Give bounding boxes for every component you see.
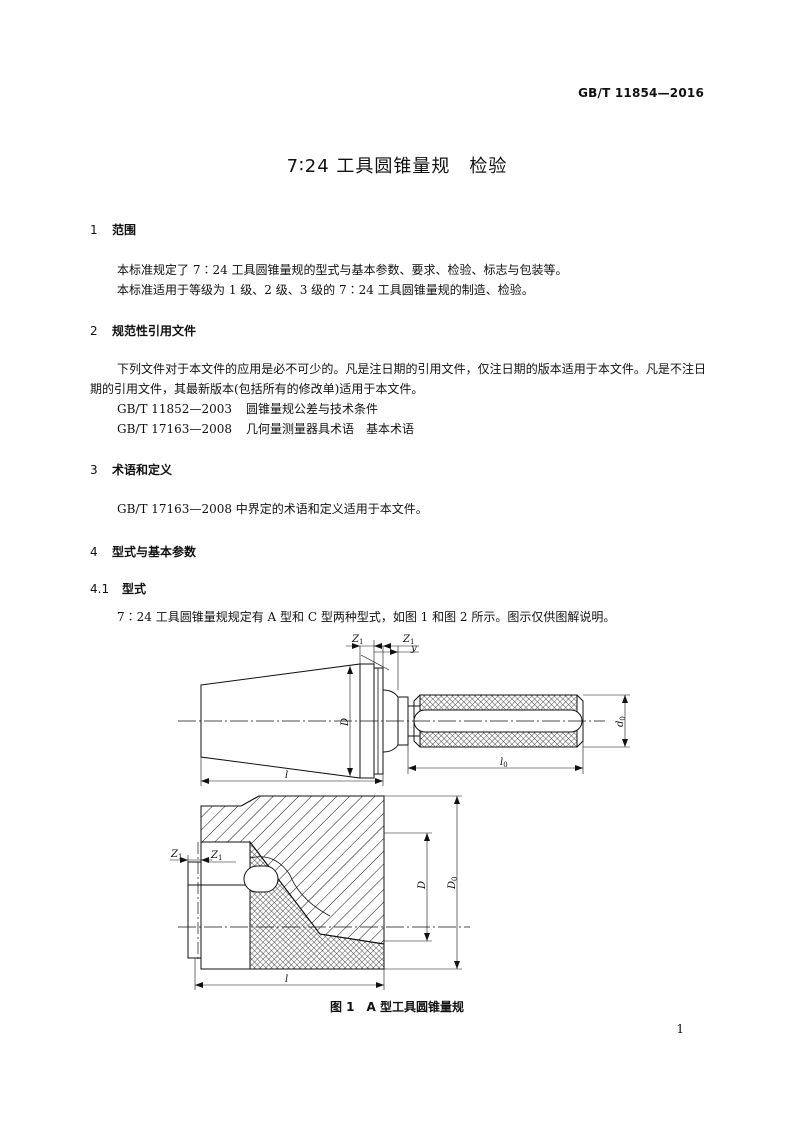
paragraph: 下列文件对于本文件的应用是必不可少的。凡是注日期的引用文件，仅注日期的版本适用于… — [90, 362, 706, 396]
page-title: 7∶24 工具圆锥量规 检验 — [286, 156, 508, 177]
section-title: 范围 — [112, 223, 137, 237]
section-title: 型式 — [122, 582, 147, 596]
knurled-section — [249, 840, 385, 970]
label-y: y — [410, 643, 417, 654]
section-4-heading: 4 型式与基本参数 — [90, 543, 196, 560]
lower-slot — [243, 865, 279, 893]
reference-item: GB/T 11852—2003 圆锥量规公差与技术条件 — [117, 399, 378, 419]
figure-caption: 图 1 A 型工具圆锥量规 — [330, 1000, 464, 1014]
reference-item: GB/T 17163—2008 几何量测量器具术语 基本术语 — [117, 419, 414, 439]
paragraph: GB/T 17163—2008 中界定的术语和定义适用于本文件。 — [117, 502, 428, 516]
section-2-heading: 2 规范性引用文件 — [90, 322, 196, 339]
label-l0: l0 — [500, 757, 508, 769]
paragraph: 7∶24 工具圆锥量规规定有 A 型和 C 型两种型式，如图 1 和图 2 所示… — [117, 610, 616, 624]
section-number: 4.1 — [90, 582, 110, 596]
label-l: l — [285, 974, 288, 985]
section-title: 型式与基本参数 — [112, 545, 197, 559]
section-title: 规范性引用文件 — [112, 324, 197, 338]
label-z1: Z1 — [351, 634, 363, 646]
label-l: l — [285, 770, 288, 781]
label-d0: d0 — [615, 716, 627, 727]
section-3-heading: 3 术语和定义 — [90, 461, 172, 478]
label-D: D — [417, 881, 428, 890]
paragraph: 本标准规定了 7∶24 工具圆锥量规的型式与基本参数、要求、检验、标志与包装等。 — [117, 263, 568, 277]
section-1-heading: 1 范围 — [90, 221, 136, 238]
reference-name: 几何量测量器具术语 基本术语 — [245, 422, 414, 436]
section-number: 1 — [90, 223, 98, 237]
paragraph: 本标准适用于等级为 1 级、2 级、3 级的 7∶24 工具圆锥量规的制造、检验… — [117, 283, 534, 297]
label-z1: Z1 — [210, 850, 222, 862]
section-number: 2 — [90, 324, 98, 338]
reference-code: GB/T 17163—2008 — [117, 422, 232, 436]
label-D: D — [340, 718, 351, 727]
lower-stub — [187, 861, 202, 959]
label-z1: Z1 — [402, 634, 414, 646]
page-number: 1 — [676, 1022, 684, 1036]
section-title: 术语和定义 — [112, 463, 173, 477]
reference-name: 圆锥量规公差与技术条件 — [245, 402, 378, 416]
section-number: 3 — [90, 463, 98, 477]
standard-code: GB/T 11854—2016 — [578, 86, 704, 100]
label-z1: Z1 — [170, 849, 182, 861]
section-4-1-heading: 4.1 型式 — [90, 580, 146, 597]
reference-code: GB/T 11852—2003 — [117, 402, 232, 416]
label-D0: D0 — [447, 877, 459, 891]
section-number: 4 — [90, 545, 98, 559]
